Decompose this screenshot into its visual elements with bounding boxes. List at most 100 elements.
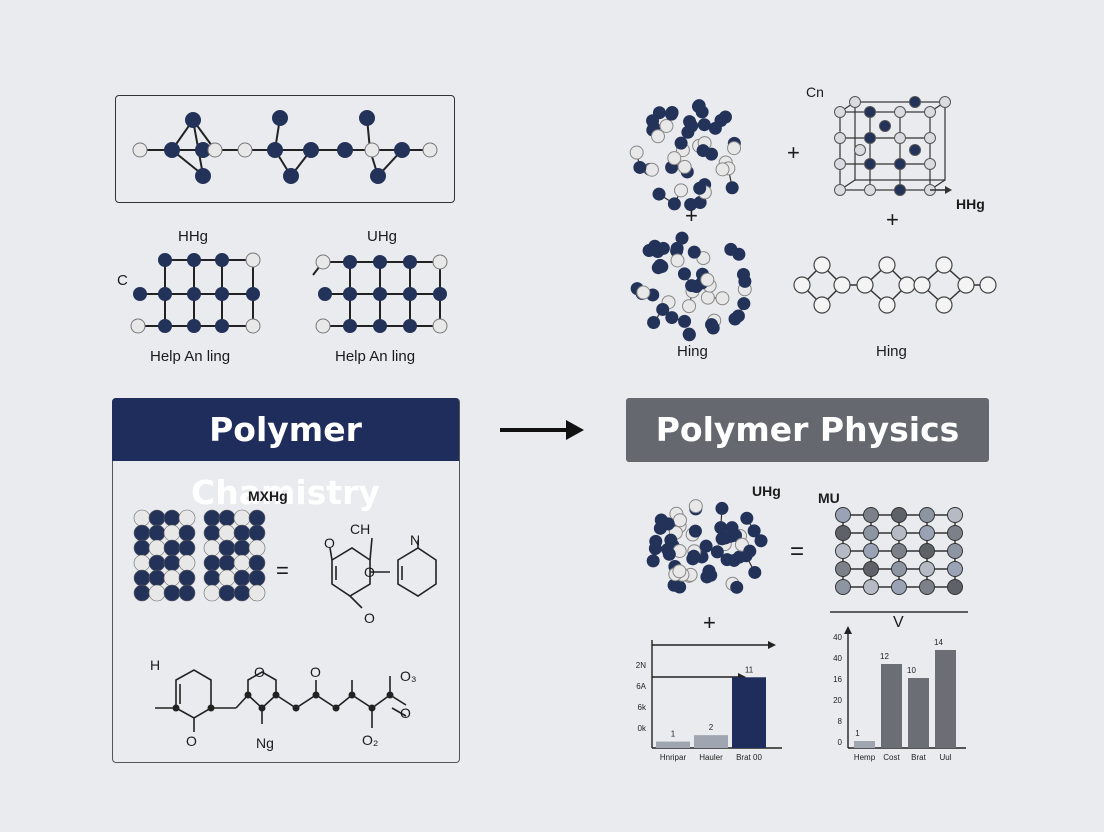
atom — [924, 106, 936, 118]
data-label: 10 — [907, 666, 916, 675]
atom — [689, 280, 703, 294]
v-label: V — [893, 614, 904, 631]
plus-icon: + — [787, 140, 800, 165]
atom — [704, 147, 718, 161]
bar — [881, 664, 902, 748]
atom — [835, 507, 851, 523]
atom — [919, 579, 935, 595]
atom — [738, 274, 752, 288]
hexagon-atoms — [793, 256, 997, 314]
atom — [730, 580, 744, 594]
o-label: O — [254, 664, 265, 680]
atom — [849, 96, 861, 108]
atom — [935, 296, 953, 314]
atom — [894, 132, 906, 144]
atom — [682, 299, 697, 314]
bar — [935, 650, 956, 748]
atom — [675, 231, 689, 245]
atom — [700, 272, 715, 287]
atom — [697, 118, 711, 132]
category-label: Cost — [883, 753, 900, 762]
atom — [919, 543, 935, 559]
structural-formula-1 — [329, 537, 437, 609]
atom — [715, 532, 729, 546]
atom — [835, 579, 851, 595]
data-label: 14 — [934, 638, 943, 647]
atom — [947, 507, 963, 523]
grid-atoms-right — [315, 254, 448, 334]
atom — [863, 525, 879, 541]
h-label: H — [150, 657, 161, 673]
atom — [878, 256, 896, 274]
grid-left-caption: Help An ling — [150, 348, 231, 365]
atom — [947, 579, 963, 595]
cube-block — [133, 509, 266, 602]
atom — [740, 511, 754, 525]
y-tick-label: 0k — [638, 724, 647, 733]
chemistry-banner: Polymer Chamistry — [112, 398, 459, 512]
atom — [674, 136, 688, 150]
atom — [891, 579, 907, 595]
atom — [894, 158, 906, 170]
equals-icon: = — [790, 538, 805, 565]
chain-box — [115, 95, 455, 203]
o3-label: O₃ — [400, 668, 417, 684]
atom — [894, 184, 906, 196]
atom — [248, 584, 266, 602]
atom — [863, 561, 879, 577]
atom — [681, 125, 695, 139]
atom — [835, 561, 851, 577]
atom — [878, 296, 896, 314]
atom — [727, 141, 742, 156]
cube-label: Cn — [806, 84, 824, 100]
atom — [854, 144, 866, 156]
atom — [835, 525, 851, 541]
atom — [957, 276, 975, 294]
atom — [687, 549, 701, 563]
atom — [667, 151, 682, 166]
atom — [924, 132, 936, 144]
atom — [715, 501, 729, 515]
atom — [737, 297, 751, 311]
atom — [662, 547, 676, 561]
atom — [864, 184, 876, 196]
atom — [864, 106, 876, 118]
atom — [864, 158, 876, 170]
atom — [656, 302, 670, 316]
category-label: Uul — [939, 753, 951, 762]
atom — [704, 568, 718, 582]
atom — [813, 296, 831, 314]
data-label: 1 — [671, 730, 676, 739]
hhg-label: HHg — [956, 196, 985, 212]
atom — [688, 524, 702, 538]
cluster-bottom — [630, 231, 752, 342]
atom — [793, 276, 811, 294]
equals-icon: = — [276, 558, 289, 583]
atom — [863, 507, 879, 523]
atom — [692, 99, 706, 113]
o-label: O — [364, 564, 375, 580]
bar — [854, 741, 875, 748]
atom — [919, 507, 935, 523]
bar — [908, 678, 929, 748]
category-label: Brat 00 — [736, 753, 762, 762]
atom — [919, 561, 935, 577]
atom — [919, 525, 935, 541]
atom — [894, 106, 906, 118]
atom — [715, 291, 730, 306]
mu-grid-atoms — [835, 507, 963, 595]
y-tick-label: 16 — [833, 675, 842, 684]
cluster-top — [629, 99, 742, 212]
bar — [732, 677, 766, 748]
atom — [864, 132, 876, 144]
y-tick-label: 8 — [838, 717, 843, 726]
atom — [715, 162, 730, 177]
atom — [909, 96, 921, 108]
bar — [656, 741, 690, 748]
atom — [947, 543, 963, 559]
atom — [693, 181, 707, 195]
ch-label: CH — [350, 521, 371, 537]
